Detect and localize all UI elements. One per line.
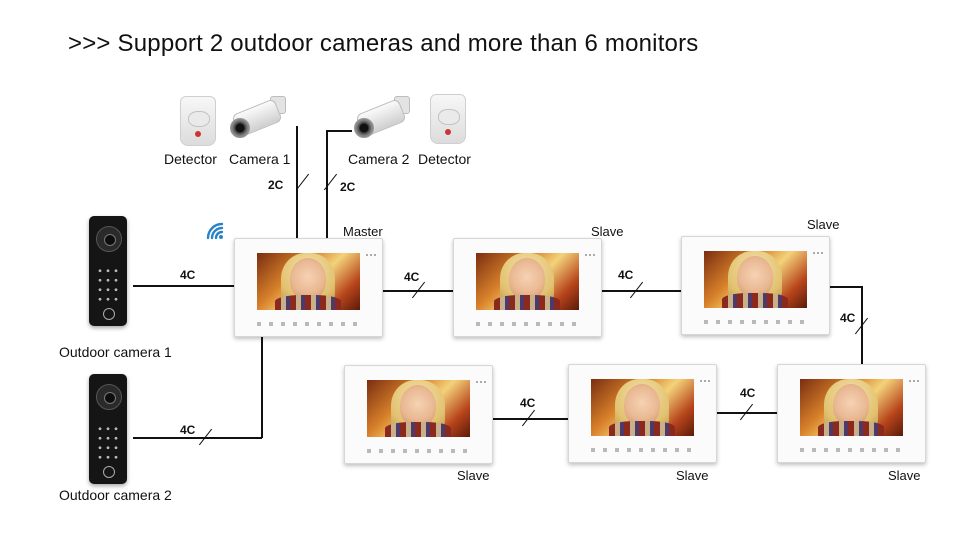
wire-label-4c-slave2-slave5: 4C [840, 311, 856, 325]
label-camera-1: Camera 1 [229, 151, 291, 167]
label-slave-3: Slave [457, 468, 490, 483]
wifi-icon [206, 222, 224, 240]
wire-label-4c-slave5-slave4: 4C [740, 386, 756, 400]
monitor-slave-3 [344, 365, 493, 464]
label-detector-right: Detector [418, 151, 471, 167]
detector-icon [430, 94, 466, 144]
door-station-icon [89, 216, 127, 326]
wire-camera1-master [296, 126, 298, 238]
label-camera-2: Camera 2 [348, 151, 410, 167]
detector-icon [180, 96, 216, 146]
label-detector-left: Detector [164, 151, 217, 167]
wire-outdoor2-vertical [261, 336, 263, 438]
label-slave-5: Slave [888, 468, 921, 483]
label-outdoor-camera-1: Outdoor camera 1 [59, 344, 172, 360]
wire-label-4c-outdoor1: 4C [180, 268, 196, 282]
ip-camera-icon [226, 94, 288, 142]
wire-outdoor1-master [133, 285, 234, 287]
wire-slave1-slave2 [600, 290, 682, 292]
label-slave-4: Slave [676, 468, 709, 483]
label-slave-1: Slave [591, 224, 624, 239]
wire-outdoor2-horizontal [133, 437, 262, 439]
monitor-slave-4 [568, 364, 717, 463]
wire-label-4c-slave4-slave3: 4C [520, 396, 536, 410]
wire-slave4-slave3 [490, 418, 568, 420]
wire-camera2-stub [326, 130, 352, 132]
monitor-slave-1 [453, 238, 602, 337]
wire-label-4c-outdoor2: 4C [180, 423, 196, 437]
wire-slave2-horizontal [828, 286, 862, 288]
wire-label-2c-camera2: 2C [340, 180, 356, 194]
label-outdoor-camera-2: Outdoor camera 2 [59, 487, 172, 503]
label-master: Master [343, 224, 383, 239]
wire-label-4c-slave1-slave2: 4C [618, 268, 634, 282]
wire-label-2c-camera1: 2C [268, 178, 284, 192]
monitor-slave-2 [681, 236, 830, 335]
monitor-master [234, 238, 383, 337]
page-title: >>> Support 2 outdoor cameras and more t… [68, 30, 699, 57]
wire-label-4c-master-slave1: 4C [404, 270, 420, 284]
wire-break-mark [295, 173, 310, 191]
ip-camera-icon [350, 94, 412, 142]
label-slave-2: Slave [807, 217, 840, 232]
door-station-icon [89, 374, 127, 484]
monitor-slave-5 [777, 364, 926, 463]
